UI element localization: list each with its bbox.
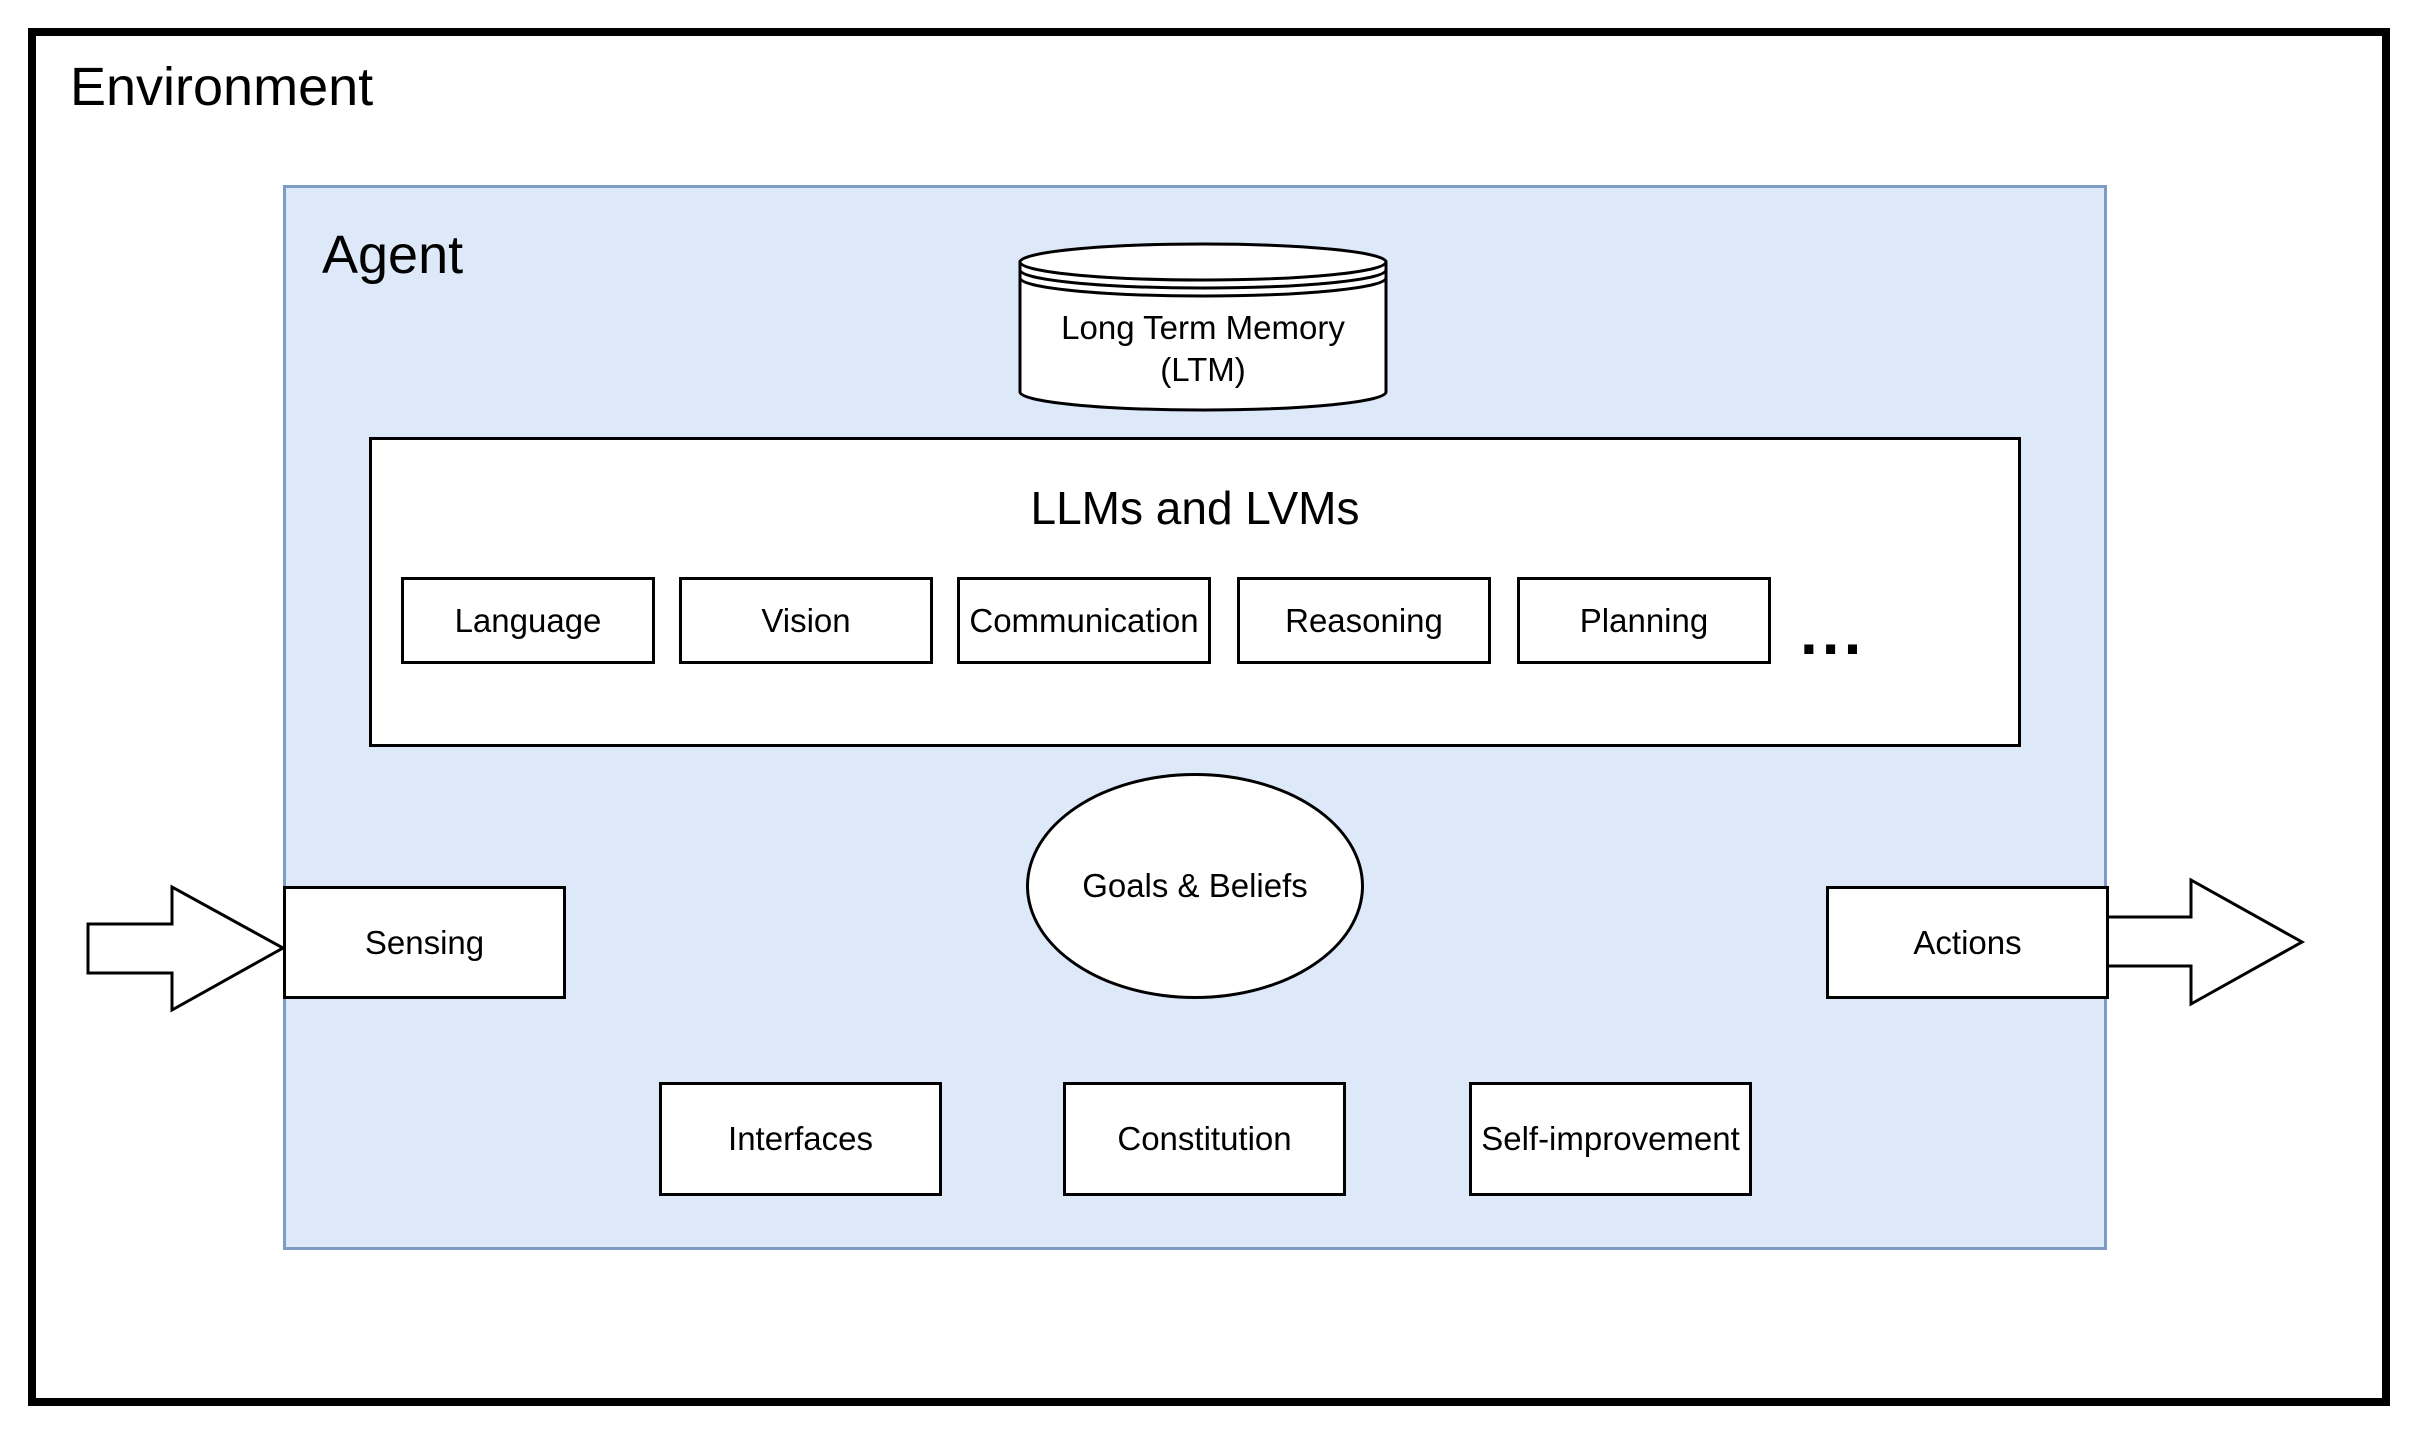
actions-box: Actions xyxy=(1826,886,2109,999)
ltm-line-1: Long Term Memory xyxy=(1061,309,1345,346)
interfaces-box: Interfaces xyxy=(659,1082,942,1196)
self-improvement-box: Self-improvement xyxy=(1469,1082,1752,1196)
goals-beliefs-ellipse: Goals & Beliefs xyxy=(1026,773,1364,999)
constitution-box: Constitution xyxy=(1063,1082,1346,1196)
ltm-line-2: (LTM) xyxy=(1160,351,1246,388)
more-capabilities-ellipsis: ... xyxy=(1800,596,1866,668)
capability-communication: Communication xyxy=(957,577,1211,664)
llm-lvm-title: LLMs and LVMs xyxy=(1030,482,1360,534)
capability-vision: Vision xyxy=(679,577,933,664)
capability-reasoning: Reasoning xyxy=(1237,577,1491,664)
capability-language: Language xyxy=(401,577,655,664)
goals-beliefs-label: Goals & Beliefs xyxy=(1082,867,1308,904)
agent-label: Agent xyxy=(322,225,464,285)
long-term-memory-label: Long Term Memory (LTM) xyxy=(1020,307,1386,391)
capability-planning: Planning xyxy=(1517,577,1771,664)
sensing-box: Sensing xyxy=(283,886,566,999)
environment-label: Environment xyxy=(70,57,374,117)
